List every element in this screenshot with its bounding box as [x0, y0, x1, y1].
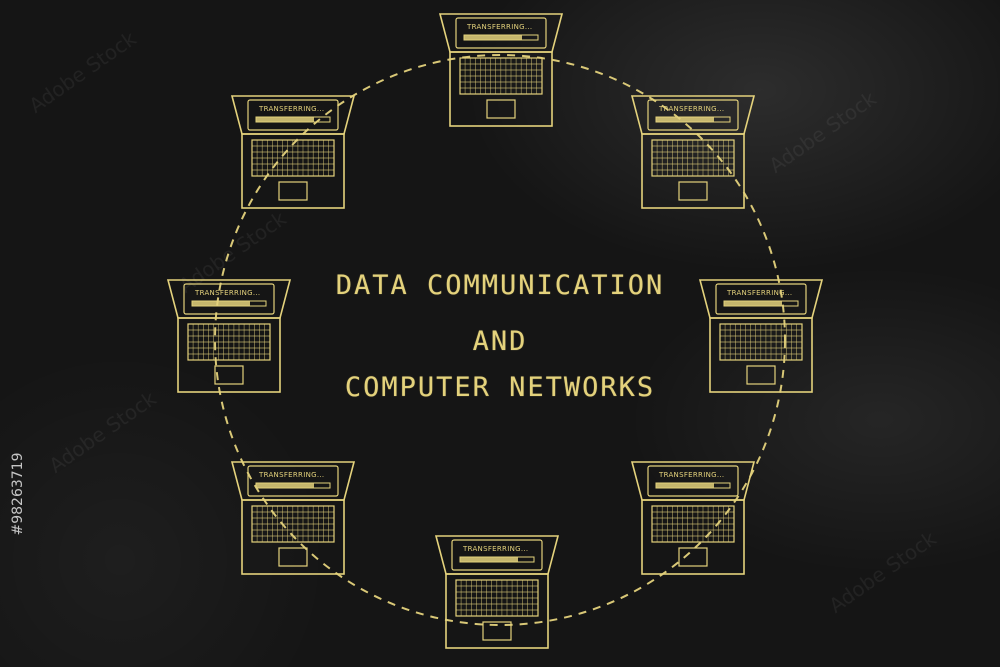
dashed-network-ring	[214, 54, 786, 626]
transfer-progress-fill	[724, 301, 782, 306]
laptop-lid	[630, 461, 756, 501]
laptop-top-left: TRANSFERRING...	[230, 95, 356, 209]
laptop-lid	[230, 461, 356, 501]
transfer-progress-fill	[656, 117, 714, 122]
headline-line-2: AND	[472, 326, 528, 357]
laptop-bottom: TRANSFERRING...	[434, 535, 560, 649]
screen-status-text: TRANSFERRING...	[466, 23, 532, 31]
laptop-base	[449, 51, 553, 127]
laptop-trackpad	[278, 547, 308, 567]
screen-status-text: TRANSFERRING...	[658, 105, 724, 113]
laptop-lid	[230, 95, 356, 135]
laptop-lid	[698, 279, 824, 319]
screen-status-text: TRANSFERRING...	[726, 289, 792, 297]
laptop-screen	[247, 99, 339, 131]
laptop-screen	[451, 539, 543, 571]
headline-line-1: DATA COMMUNICATION	[335, 270, 665, 301]
laptop-trackpad	[486, 99, 516, 119]
laptop-trackpad	[214, 365, 244, 385]
laptop-trackpad	[278, 181, 308, 201]
screen-status-text: TRANSFERRING...	[658, 471, 724, 479]
laptop-base	[445, 573, 549, 649]
laptop-screen	[183, 283, 275, 315]
stock-id-label: #98263719	[10, 452, 26, 536]
laptop-screen	[247, 465, 339, 497]
laptop-top: TRANSFERRING...	[438, 13, 564, 127]
transfer-progress-fill	[192, 301, 250, 306]
laptop-top-right: TRANSFERRING...	[630, 95, 756, 209]
laptop-screen	[455, 17, 547, 49]
laptop-lid	[438, 13, 564, 53]
laptop-base	[241, 499, 345, 575]
laptop-lid	[434, 535, 560, 575]
transfer-progress-fill	[460, 557, 518, 562]
laptop-base	[709, 317, 813, 393]
headline-line-3: COMPUTER NETWORKS	[344, 372, 656, 403]
laptop-right: TRANSFERRING...	[698, 279, 824, 393]
laptop-base	[641, 133, 745, 209]
laptop-trackpad	[482, 621, 512, 641]
transfer-progress-fill	[656, 483, 714, 488]
laptop-lid	[630, 95, 756, 135]
screen-status-text: TRANSFERRING...	[194, 289, 260, 297]
laptop-trackpad	[678, 181, 708, 201]
laptop-base	[641, 499, 745, 575]
laptop-screen	[647, 99, 739, 131]
screen-status-text: TRANSFERRING...	[258, 105, 324, 113]
laptop-group: TRANSFERRING... TRANSFERRING... TRANSFERRI…	[166, 13, 824, 649]
laptop-bottom-right: TRANSFERRING...	[630, 461, 756, 575]
transfer-progress-fill	[256, 483, 314, 488]
laptop-base	[241, 133, 345, 209]
laptop-screen	[715, 283, 807, 315]
laptop-bottom-left: TRANSFERRING...	[230, 461, 356, 575]
laptop-trackpad	[746, 365, 776, 385]
laptop-left: TRANSFERRING...	[166, 279, 292, 393]
screen-status-text: TRANSFERRING...	[258, 471, 324, 479]
transfer-progress-fill	[464, 35, 522, 40]
laptop-base	[177, 317, 281, 393]
screen-status-text: TRANSFERRING...	[462, 545, 528, 553]
laptop-lid	[166, 279, 292, 319]
laptop-screen	[647, 465, 739, 497]
laptop-trackpad	[678, 547, 708, 567]
transfer-progress-fill	[256, 117, 314, 122]
